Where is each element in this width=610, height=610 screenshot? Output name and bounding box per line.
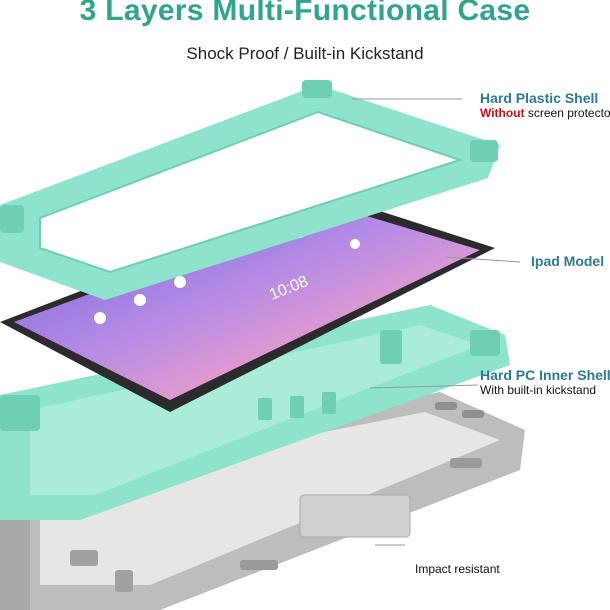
app-icon	[350, 239, 360, 249]
callout-lines	[352, 98, 521, 546]
inner-shell-label-title: Hard PC Inner Shell	[480, 367, 610, 383]
shell-corner	[470, 330, 500, 356]
inner-shell-label: Hard PC Inner Shell With built-in kickst…	[480, 367, 610, 397]
kickstand-hinge	[258, 398, 272, 420]
kickstand-hinge	[322, 392, 336, 414]
bumper-foot	[115, 570, 133, 592]
model-label-title: Ipad Model	[531, 253, 605, 269]
impact-honeycomb-pad	[299, 494, 411, 538]
impact-label-detail: Impact resistant	[415, 562, 500, 576]
app-icon	[134, 294, 146, 306]
frame-corner	[302, 80, 332, 98]
kickstand-hinge	[290, 396, 304, 418]
bumper-speaker-grill	[240, 560, 278, 570]
shell-label-title: Hard Plastic Shell	[480, 90, 599, 106]
page-title: 3 Layers Multi-Functional Case	[79, 0, 531, 27]
bumper-foot	[70, 550, 98, 566]
model-label: Ipad Model	[531, 253, 604, 269]
tablet-screen	[14, 205, 480, 400]
bumper-button-cutout	[462, 410, 484, 418]
page-subtitle: Shock Proof / Built-in Kickstand	[186, 44, 424, 63]
inner-callout-line	[369, 384, 479, 389]
inner-shell-label-detail: With built-in kickstand	[480, 383, 597, 397]
kickstand-arm	[380, 330, 402, 364]
grey-silicone-bumper	[0, 392, 525, 610]
frame-corner	[470, 140, 498, 162]
shell-label-emphasis: Without	[480, 106, 525, 120]
app-icon	[94, 312, 106, 324]
bumper-button-cutout	[435, 402, 457, 410]
frame-corner	[0, 205, 24, 233]
app-icon	[174, 276, 186, 288]
shell-label: Hard Plastic Shell Without screen protec…	[480, 90, 610, 120]
mint-hard-shell-frame	[0, 80, 500, 300]
impact-label: Impact resistant	[415, 562, 500, 576]
model-callout-line	[444, 256, 521, 263]
shell-label-detail: screen protector	[527, 106, 610, 120]
mint-inner-shell	[0, 305, 510, 520]
shell-corner	[0, 395, 40, 431]
bumper-speaker-grill	[450, 458, 482, 468]
